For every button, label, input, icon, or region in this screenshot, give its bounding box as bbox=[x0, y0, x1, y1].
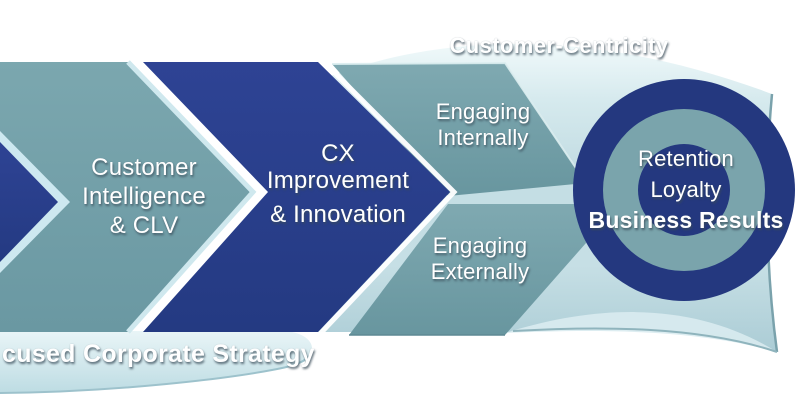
cylinder-bottom-highlight bbox=[505, 312, 777, 352]
engaging-externally-line2: Externally bbox=[430, 259, 530, 284]
target-line1: Retention bbox=[638, 146, 734, 171]
engaging-internally-line2: Internally bbox=[437, 125, 529, 150]
engaging-internally-line1: Engaging bbox=[435, 99, 531, 124]
cx-improvement-line1: CX bbox=[321, 140, 355, 167]
chevron-engaging-externally bbox=[349, 204, 586, 335]
chevron-engaging-internally bbox=[332, 63, 586, 196]
cx-improvement-label: CX Improvement & Innovation bbox=[267, 140, 409, 228]
chevron-cx-improvement bbox=[143, 62, 450, 332]
engaging-internally-highlight bbox=[331, 61, 587, 184]
top-banner-label: Customer-Centricity bbox=[449, 33, 669, 58]
target-center bbox=[638, 144, 730, 236]
customer-intelligence-line1: Customer bbox=[91, 154, 197, 181]
target-line2: Loyalty bbox=[650, 177, 722, 202]
bottom-banner-edge bbox=[0, 349, 313, 394]
cylinder-bottom-edge bbox=[512, 327, 778, 353]
chevron-gap-highlight bbox=[316, 56, 458, 338]
target-line3: Business Results bbox=[588, 207, 784, 233]
target-label: Retention Loyalty Business Results bbox=[589, 143, 784, 236]
cx-improvement-line3: & Innovation bbox=[270, 201, 406, 228]
customer-intelligence-line2: Intelligence bbox=[82, 183, 206, 210]
engaging-externally-line1: Engaging bbox=[432, 233, 528, 258]
customer-intelligence-label: Customer Intelligence & CLV bbox=[82, 153, 206, 240]
bottom-banner-ribbon bbox=[0, 331, 313, 393]
bottom-banner-label: cused Corporate Strategy bbox=[2, 340, 315, 368]
cx-improvement-line2: Improvement bbox=[266, 167, 410, 194]
engaging-internally-label: Engaging Internally bbox=[436, 99, 531, 151]
engaging-externally-label: Engaging Externally bbox=[431, 233, 530, 285]
chevron-start bbox=[0, 142, 58, 262]
customer-intelligence-line3: & CLV bbox=[109, 212, 179, 239]
customer-intelligence-edge-highlight bbox=[126, 60, 257, 334]
